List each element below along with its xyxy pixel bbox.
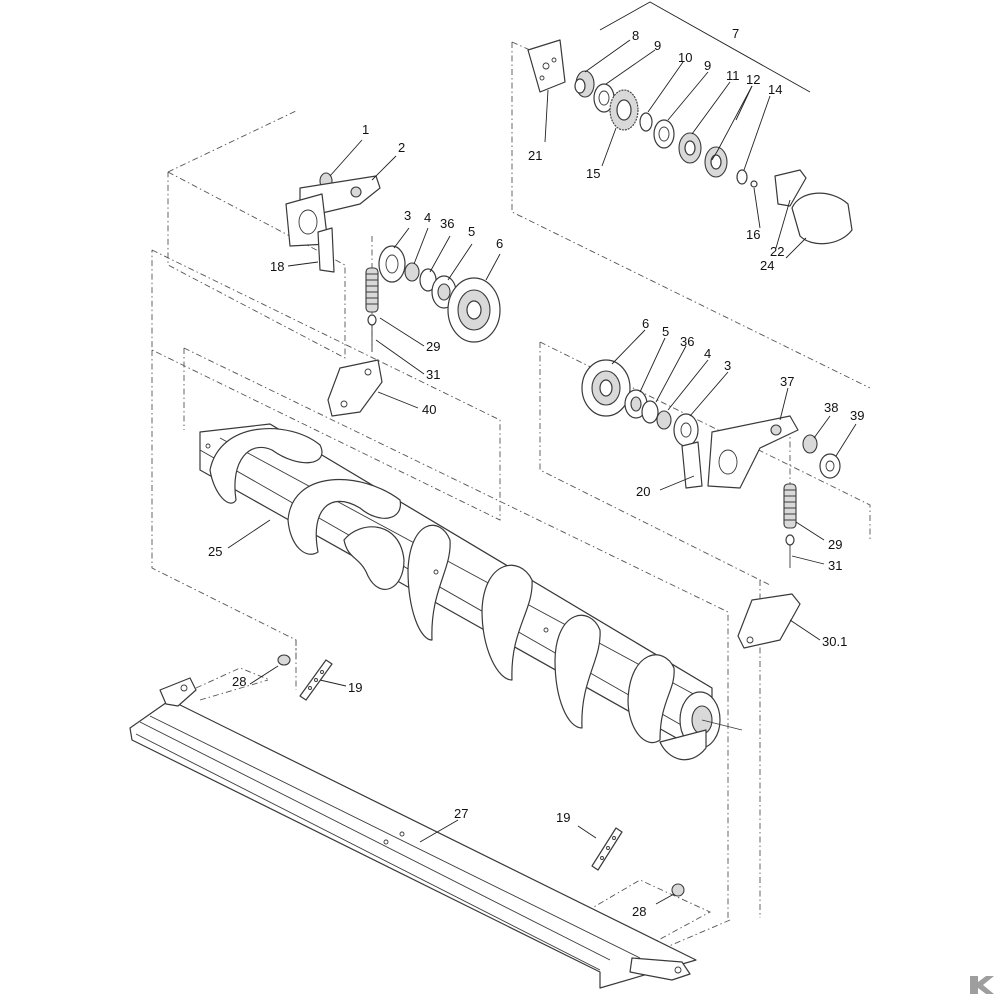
callout-7: 7 bbox=[732, 26, 739, 41]
left-bracket-group bbox=[285, 139, 501, 417]
callout-2: 2 bbox=[398, 140, 405, 155]
chain-cover bbox=[791, 192, 853, 245]
ring bbox=[639, 112, 653, 132]
bolt-head bbox=[750, 180, 758, 188]
callout-30-1: 30.1 bbox=[822, 634, 847, 649]
callout-37: 37 bbox=[780, 374, 794, 389]
callout-28: 28 bbox=[232, 674, 246, 689]
callout-4b: 4 bbox=[704, 346, 711, 361]
callout-36b: 36 bbox=[680, 334, 694, 349]
callout-40: 40 bbox=[422, 402, 436, 417]
callout-31b: 31 bbox=[828, 558, 842, 573]
callout-27: 27 bbox=[454, 806, 468, 821]
callout-5b: 5 bbox=[662, 324, 669, 339]
drive-group bbox=[527, 1, 853, 259]
callout-labels: 1 2 3 4 36 5 6 18 29 31 40 7 8 9 10 9 11… bbox=[208, 26, 864, 919]
callout-6b: 6 bbox=[642, 316, 649, 331]
callout-24: 24 bbox=[760, 258, 774, 273]
callout-15: 15 bbox=[586, 166, 600, 181]
callout-39: 39 bbox=[850, 408, 864, 423]
brand-k-logo-icon bbox=[970, 976, 994, 994]
trough bbox=[129, 677, 697, 989]
callout-19: 19 bbox=[348, 680, 362, 695]
bracket-arm-right bbox=[707, 415, 799, 489]
callout-16: 16 bbox=[746, 227, 760, 242]
callout-38: 38 bbox=[824, 400, 838, 415]
callout-19b: 19 bbox=[556, 810, 570, 825]
tension-arm-right bbox=[737, 593, 801, 649]
callout-3b: 3 bbox=[724, 358, 731, 373]
callout-8: 8 bbox=[632, 28, 639, 43]
callout-18: 18 bbox=[270, 259, 284, 274]
callout-5: 5 bbox=[468, 224, 475, 239]
adjuster-parts bbox=[249, 654, 685, 905]
callout-12: 12 bbox=[746, 72, 760, 87]
right-bracket-group bbox=[581, 329, 857, 649]
callout-9b: 9 bbox=[704, 58, 711, 73]
bearing-flange bbox=[378, 245, 406, 283]
assembly-outlines bbox=[151, 41, 871, 972]
callout-6: 6 bbox=[496, 236, 503, 251]
callout-9: 9 bbox=[654, 38, 661, 53]
callout-22: 22 bbox=[770, 244, 784, 259]
tension-arm bbox=[327, 359, 383, 417]
guard-bracket bbox=[774, 169, 807, 207]
callout-28b: 28 bbox=[632, 904, 646, 919]
flange-plate bbox=[527, 39, 566, 93]
callout-11: 11 bbox=[726, 68, 740, 83]
callout-29: 29 bbox=[426, 339, 440, 354]
callout-20: 20 bbox=[636, 484, 650, 499]
callout-14: 14 bbox=[768, 82, 782, 97]
callout-25: 25 bbox=[208, 544, 222, 559]
callout-21: 21 bbox=[528, 148, 542, 163]
callout-31: 31 bbox=[426, 367, 440, 382]
callout-36: 36 bbox=[440, 216, 454, 231]
callout-10: 10 bbox=[678, 50, 692, 65]
callout-1: 1 bbox=[362, 122, 369, 137]
washer-2 bbox=[653, 119, 675, 149]
callout-3: 3 bbox=[404, 208, 411, 223]
nut bbox=[736, 169, 748, 185]
auger bbox=[199, 423, 743, 761]
callout-29b: 29 bbox=[828, 537, 842, 552]
callout-4: 4 bbox=[424, 210, 431, 225]
spring bbox=[365, 267, 379, 313]
